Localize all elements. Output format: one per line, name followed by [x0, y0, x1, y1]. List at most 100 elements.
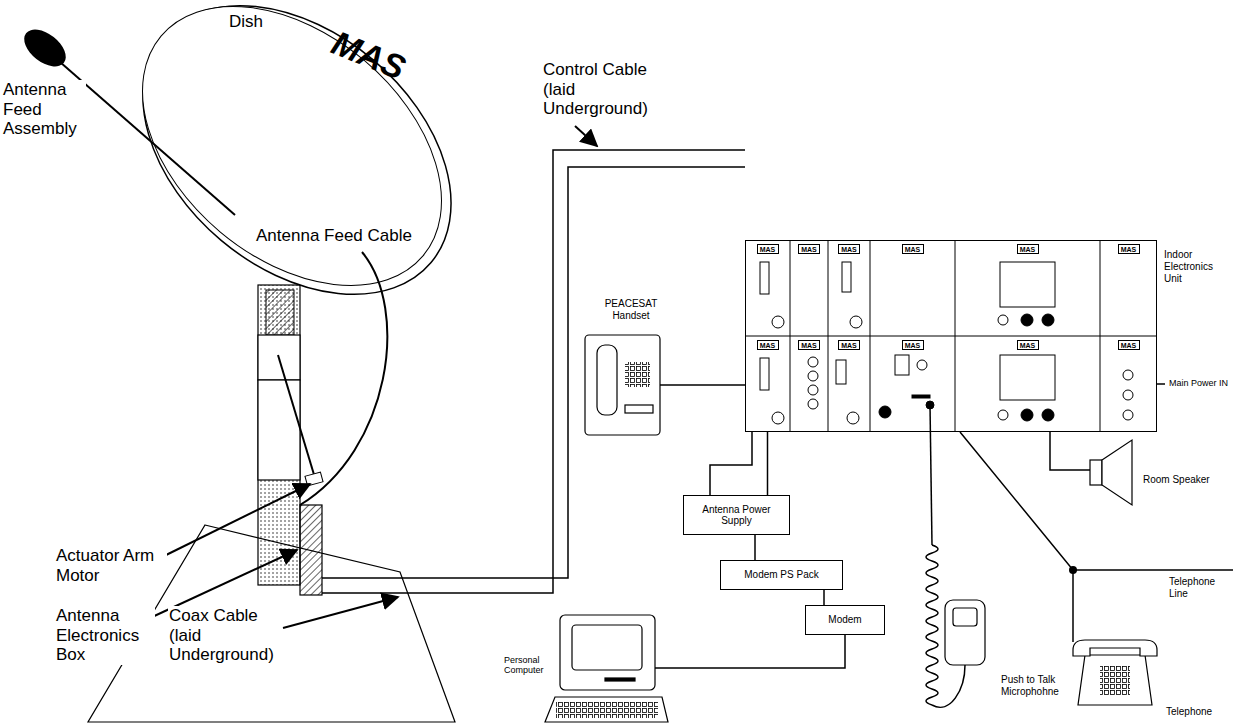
room-speaker — [1090, 440, 1132, 505]
module-badge: MAS — [798, 340, 820, 350]
power-supply-box: Antenna Power Supply — [683, 495, 790, 535]
part-label: Push to Talk Microphohne — [1000, 674, 1074, 697]
unit-modules-part — [850, 316, 862, 328]
antenna-pole-part — [258, 380, 300, 480]
unit-modules-part — [1000, 262, 1055, 307]
unit-modules-part — [1123, 410, 1133, 420]
antenna-pole-part — [305, 472, 323, 486]
part-label: Dish — [228, 12, 264, 32]
part-label: Antenna Feed Cable — [255, 226, 413, 246]
personal-computer-part — [572, 625, 642, 670]
part-label: Antenna Feed Assembly — [2, 80, 86, 139]
unit-modules-part — [760, 358, 769, 390]
microphone-part — [945, 600, 985, 665]
handset-part — [585, 335, 660, 435]
unit-modules-part — [1000, 355, 1055, 400]
personal-computer-part — [545, 697, 668, 722]
unit-modules-part — [1123, 370, 1133, 380]
unit-modules-part — [772, 412, 784, 424]
unit-modules-part — [745, 240, 1157, 432]
box-label: Modem — [828, 614, 861, 626]
wire-connector — [767, 432, 769, 495]
telephone — [1073, 640, 1157, 705]
leader-arrows-part — [575, 126, 597, 146]
unit-modules-part — [847, 412, 859, 424]
part-label: Room Speaker — [1142, 474, 1211, 486]
dish-part — [89, 0, 495, 342]
handset-part — [597, 345, 617, 415]
cables-part — [932, 665, 965, 707]
part-label: Actuator Arm Motor — [55, 546, 167, 585]
room-speaker-part — [1090, 460, 1102, 485]
leader-arrows-part — [160, 484, 310, 558]
unit-modules-part — [842, 262, 851, 292]
telephone-part — [1100, 665, 1130, 695]
unit-modules-part — [1021, 314, 1033, 326]
unit-modules — [745, 240, 1157, 432]
module-badge: MAS — [757, 244, 779, 254]
unit-modules-part — [772, 316, 784, 328]
leader-arrows-part — [283, 597, 398, 628]
unit-modules-part — [998, 315, 1008, 325]
personal-computer-part — [560, 615, 655, 690]
power-pack-box: Modem PS Pack — [720, 560, 843, 590]
microphone-part — [953, 608, 977, 626]
part-label: Telephone — [1165, 706, 1213, 718]
module-badge: MAS — [1017, 244, 1039, 254]
unit-modules-part — [808, 357, 818, 367]
cables — [322, 150, 1233, 707]
unit-modules-part — [808, 399, 818, 409]
antenna-pole-part — [258, 285, 300, 585]
cables-part — [1072, 570, 1074, 642]
cables-part — [655, 635, 845, 668]
box-text: Antenna Power Supply — [684, 502, 789, 529]
antenna-pole-part — [278, 355, 315, 478]
unit-modules-part — [760, 262, 769, 294]
junction-dot — [1069, 566, 1077, 574]
unit-modules-part — [917, 360, 927, 370]
unit-modules-part — [879, 406, 891, 418]
module-badge: MAS — [1118, 340, 1140, 350]
module-badge: MAS — [902, 244, 924, 254]
unit-modules-part — [1042, 314, 1054, 326]
unit-modules-part — [926, 401, 934, 409]
modem-box: Modem — [805, 605, 885, 635]
personal-computer — [545, 615, 668, 722]
module-badge: MAS — [902, 340, 924, 350]
leader-arrows — [150, 126, 597, 628]
cables-part — [710, 432, 752, 495]
telephone-part — [1073, 640, 1157, 656]
telephone-part — [1078, 655, 1152, 705]
electronics-unit: Indoor Electronics Unit — [745, 240, 1157, 432]
handset — [585, 335, 660, 435]
personal-computer-part — [556, 702, 658, 718]
room-speaker-part — [1102, 440, 1132, 505]
dish — [17, 0, 506, 505]
cables-part — [660, 384, 745, 386]
wire-connector — [754, 535, 756, 560]
dish-part — [17, 22, 72, 74]
antenna-pole-part — [266, 290, 294, 335]
part-label: Coax Cable (laid Underground) — [168, 606, 282, 665]
module-badge: MAS — [1017, 340, 1039, 350]
handset-part — [625, 405, 653, 413]
unit-modules-part — [808, 385, 818, 395]
dish-part — [60, 62, 235, 215]
unit-modules-part — [808, 371, 818, 381]
unit-modules-part — [998, 410, 1008, 420]
box-label: Modem PS Pack — [744, 569, 818, 581]
antenna-pole-part — [300, 505, 322, 595]
box-text: Modem PS Pack — [740, 567, 822, 583]
cables-part — [930, 405, 932, 545]
unit-modules-part — [836, 360, 846, 384]
wire-connector — [823, 590, 825, 605]
part-label: Personal Computer — [503, 655, 557, 676]
part-label: Main Power IN — [1168, 378, 1230, 388]
module-badge: MAS — [798, 244, 820, 254]
module-badge: MAS — [838, 340, 860, 350]
part-label: Telephone Line — [1168, 576, 1230, 599]
part-label: Antenna Electronics Box — [55, 606, 155, 665]
unit-modules-part — [1123, 390, 1133, 400]
unit-modules-part — [912, 395, 930, 398]
